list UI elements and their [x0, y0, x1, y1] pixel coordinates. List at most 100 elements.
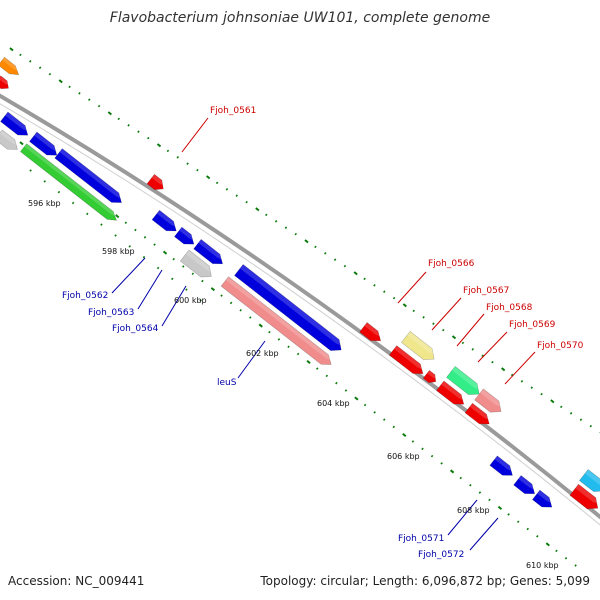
gene-label-fjoh-0567[interactable]: Fjoh_0567 [463, 286, 509, 296]
gene-blue-a-shine [5, 112, 31, 133]
tick-row-inner [306, 360, 311, 365]
tick-row-outer [235, 194, 239, 197]
tick-row-inner [478, 491, 482, 494]
tick-row-outer [550, 399, 555, 404]
map-title: Flavobacterium johnsoniae UW101, complet… [109, 10, 491, 26]
tick-row-outer [294, 232, 298, 236]
gene-label-fjoh-0564[interactable]: Fjoh_0564 [112, 324, 159, 334]
tick-row-inner [526, 527, 529, 531]
tick-row-outer [451, 335, 457, 340]
tick-row-inner-short [100, 223, 103, 226]
tick-row-inner [182, 265, 185, 268]
gene-fjoh-0566 [401, 330, 437, 360]
tick-row-inner [411, 440, 415, 443]
tick-row-outer [166, 149, 170, 153]
tick-row-outer [284, 226, 288, 229]
tick-row-outer [255, 207, 260, 212]
gene-label-fjoh-0563[interactable]: Fjoh_0563 [88, 308, 134, 318]
tick-row-inner [296, 352, 300, 356]
gene-fjoh-0572-shape [532, 489, 553, 508]
gene-grey-0564-shape [179, 249, 212, 278]
tick-row-outer [107, 111, 112, 116]
tick-row-inner-short [185, 288, 188, 291]
tick-row-outer [48, 72, 52, 76]
tick-row-outer [137, 130, 140, 133]
tick-row-inner [363, 403, 367, 407]
gene-red-right [569, 483, 600, 510]
gene-leus-shape [234, 264, 342, 351]
gene-red-right-shape [569, 483, 599, 510]
gene-fjoh-0572 [532, 489, 555, 508]
tick-row-outer [9, 47, 14, 52]
tick-row-outer [274, 220, 278, 223]
gene-pink-leus [220, 276, 334, 365]
connector-fjoh-0570 [504, 351, 536, 385]
gene-leus-shine [239, 264, 344, 347]
tick-row-inner [134, 228, 137, 232]
gene-red-top [0, 75, 11, 90]
tick-row-inner [440, 462, 443, 465]
tick-row-inner [249, 316, 252, 319]
tick-row-inner [229, 301, 233, 305]
tick-row-inner-short [128, 245, 132, 248]
gene-label-fjoh-0568[interactable]: Fjoh_0568 [486, 303, 533, 313]
gene-blue-c [54, 148, 124, 203]
tick-row-inner [497, 505, 503, 510]
gene-fjoh-0561 [146, 173, 166, 191]
gene-blue-c-shape [54, 148, 122, 203]
scale-label-598: 598 kbp [102, 247, 135, 256]
connector-fjoh-0572 [469, 517, 499, 551]
gene-orange-top [0, 56, 21, 76]
tick-row-inner [210, 287, 216, 292]
gene-fjoh-0568 [446, 365, 482, 395]
connector-fjoh-0563 [137, 269, 163, 310]
blue-gene-labels: Fjoh_0562 Fjoh_0563 Fjoh_0564 leuS Fjoh_… [62, 291, 464, 560]
tick-row-outer [196, 168, 199, 172]
tick-row-inner-short [43, 180, 47, 183]
gene-blue-0563 [174, 226, 197, 245]
gene-label-fjoh-0561[interactable]: Fjoh_0561 [210, 106, 256, 116]
connector-fjoh-0561 [181, 117, 209, 153]
gene-label-fjoh-0571[interactable]: Fjoh_0571 [398, 534, 444, 544]
tick-row-outer [176, 156, 180, 159]
tick-row-inner [430, 454, 434, 458]
gene-red-small-shape [422, 369, 437, 383]
tick-row-outer [353, 271, 358, 276]
scale-labels: 596 kbp 598 kbp 600 kbp 602 kbp 604 kbp … [28, 199, 559, 570]
tick-row-outer [422, 316, 425, 319]
tick-row-inner [392, 425, 396, 429]
scale-label-604: 604 kbp [317, 399, 350, 408]
tick-row-outer [117, 117, 121, 121]
tick-row-inner [287, 345, 290, 348]
gene-label-fjoh-0562[interactable]: Fjoh_0562 [62, 291, 108, 301]
tick-row-inner [545, 542, 550, 547]
tick-row-outer [245, 200, 248, 204]
gene-label-fjoh-0569[interactable]: Fjoh_0569 [509, 320, 556, 330]
tick-row-outer [38, 66, 42, 69]
tick-row-outer [265, 213, 268, 217]
tick-row-outer [186, 162, 189, 165]
scale-label-606: 606 kbp [387, 452, 420, 461]
connector-leus [237, 340, 266, 379]
gene-label-fjoh-0566[interactable]: Fjoh_0566 [428, 259, 475, 269]
tick-row-outer [324, 252, 327, 255]
tick-row-inner [153, 243, 156, 246]
gene-label-leus[interactable]: leuS [217, 378, 237, 388]
tick-row-inner [143, 236, 147, 239]
gene-blue-0571b-shine [518, 475, 537, 491]
gene-fjoh-0561-shine [151, 174, 166, 186]
gene-label-fjoh-0570[interactable]: Fjoh_0570 [537, 341, 584, 351]
tick-row-outer [363, 277, 366, 281]
tick-row-outer [471, 348, 475, 351]
gene-green [20, 143, 119, 221]
tick-row-inner [315, 367, 319, 370]
tick-row-outer [206, 175, 211, 180]
tick-row-outer [78, 92, 81, 95]
tick-row-outer [481, 354, 484, 357]
gene-fjoh-0561-shape [146, 173, 164, 191]
gene-red-right-shine [575, 484, 600, 505]
gene-fjoh-0568-shine [452, 366, 482, 391]
gene-label-fjoh-0572[interactable]: Fjoh_0572 [418, 550, 464, 560]
tick-row-inner [536, 535, 539, 538]
